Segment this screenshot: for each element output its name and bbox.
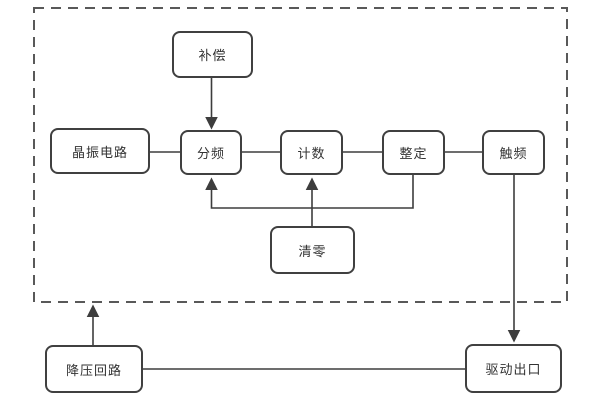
dashed-container-border: [33, 7, 568, 303]
node-frequency-divider: 分频: [180, 130, 242, 175]
node-compensation: 补偿: [172, 31, 253, 78]
node-drive-output: 驱动出口: [465, 344, 562, 393]
node-crystal-oscillator-circuit: 晶振电路: [50, 128, 150, 174]
node-setting: 整定: [382, 130, 445, 175]
node-stepdown-circuit: 降压回路: [45, 345, 143, 393]
node-reset-clear: 清零: [270, 226, 355, 274]
node-counter: 计数: [280, 130, 343, 175]
node-trigger-frequency: 触频: [482, 130, 545, 175]
